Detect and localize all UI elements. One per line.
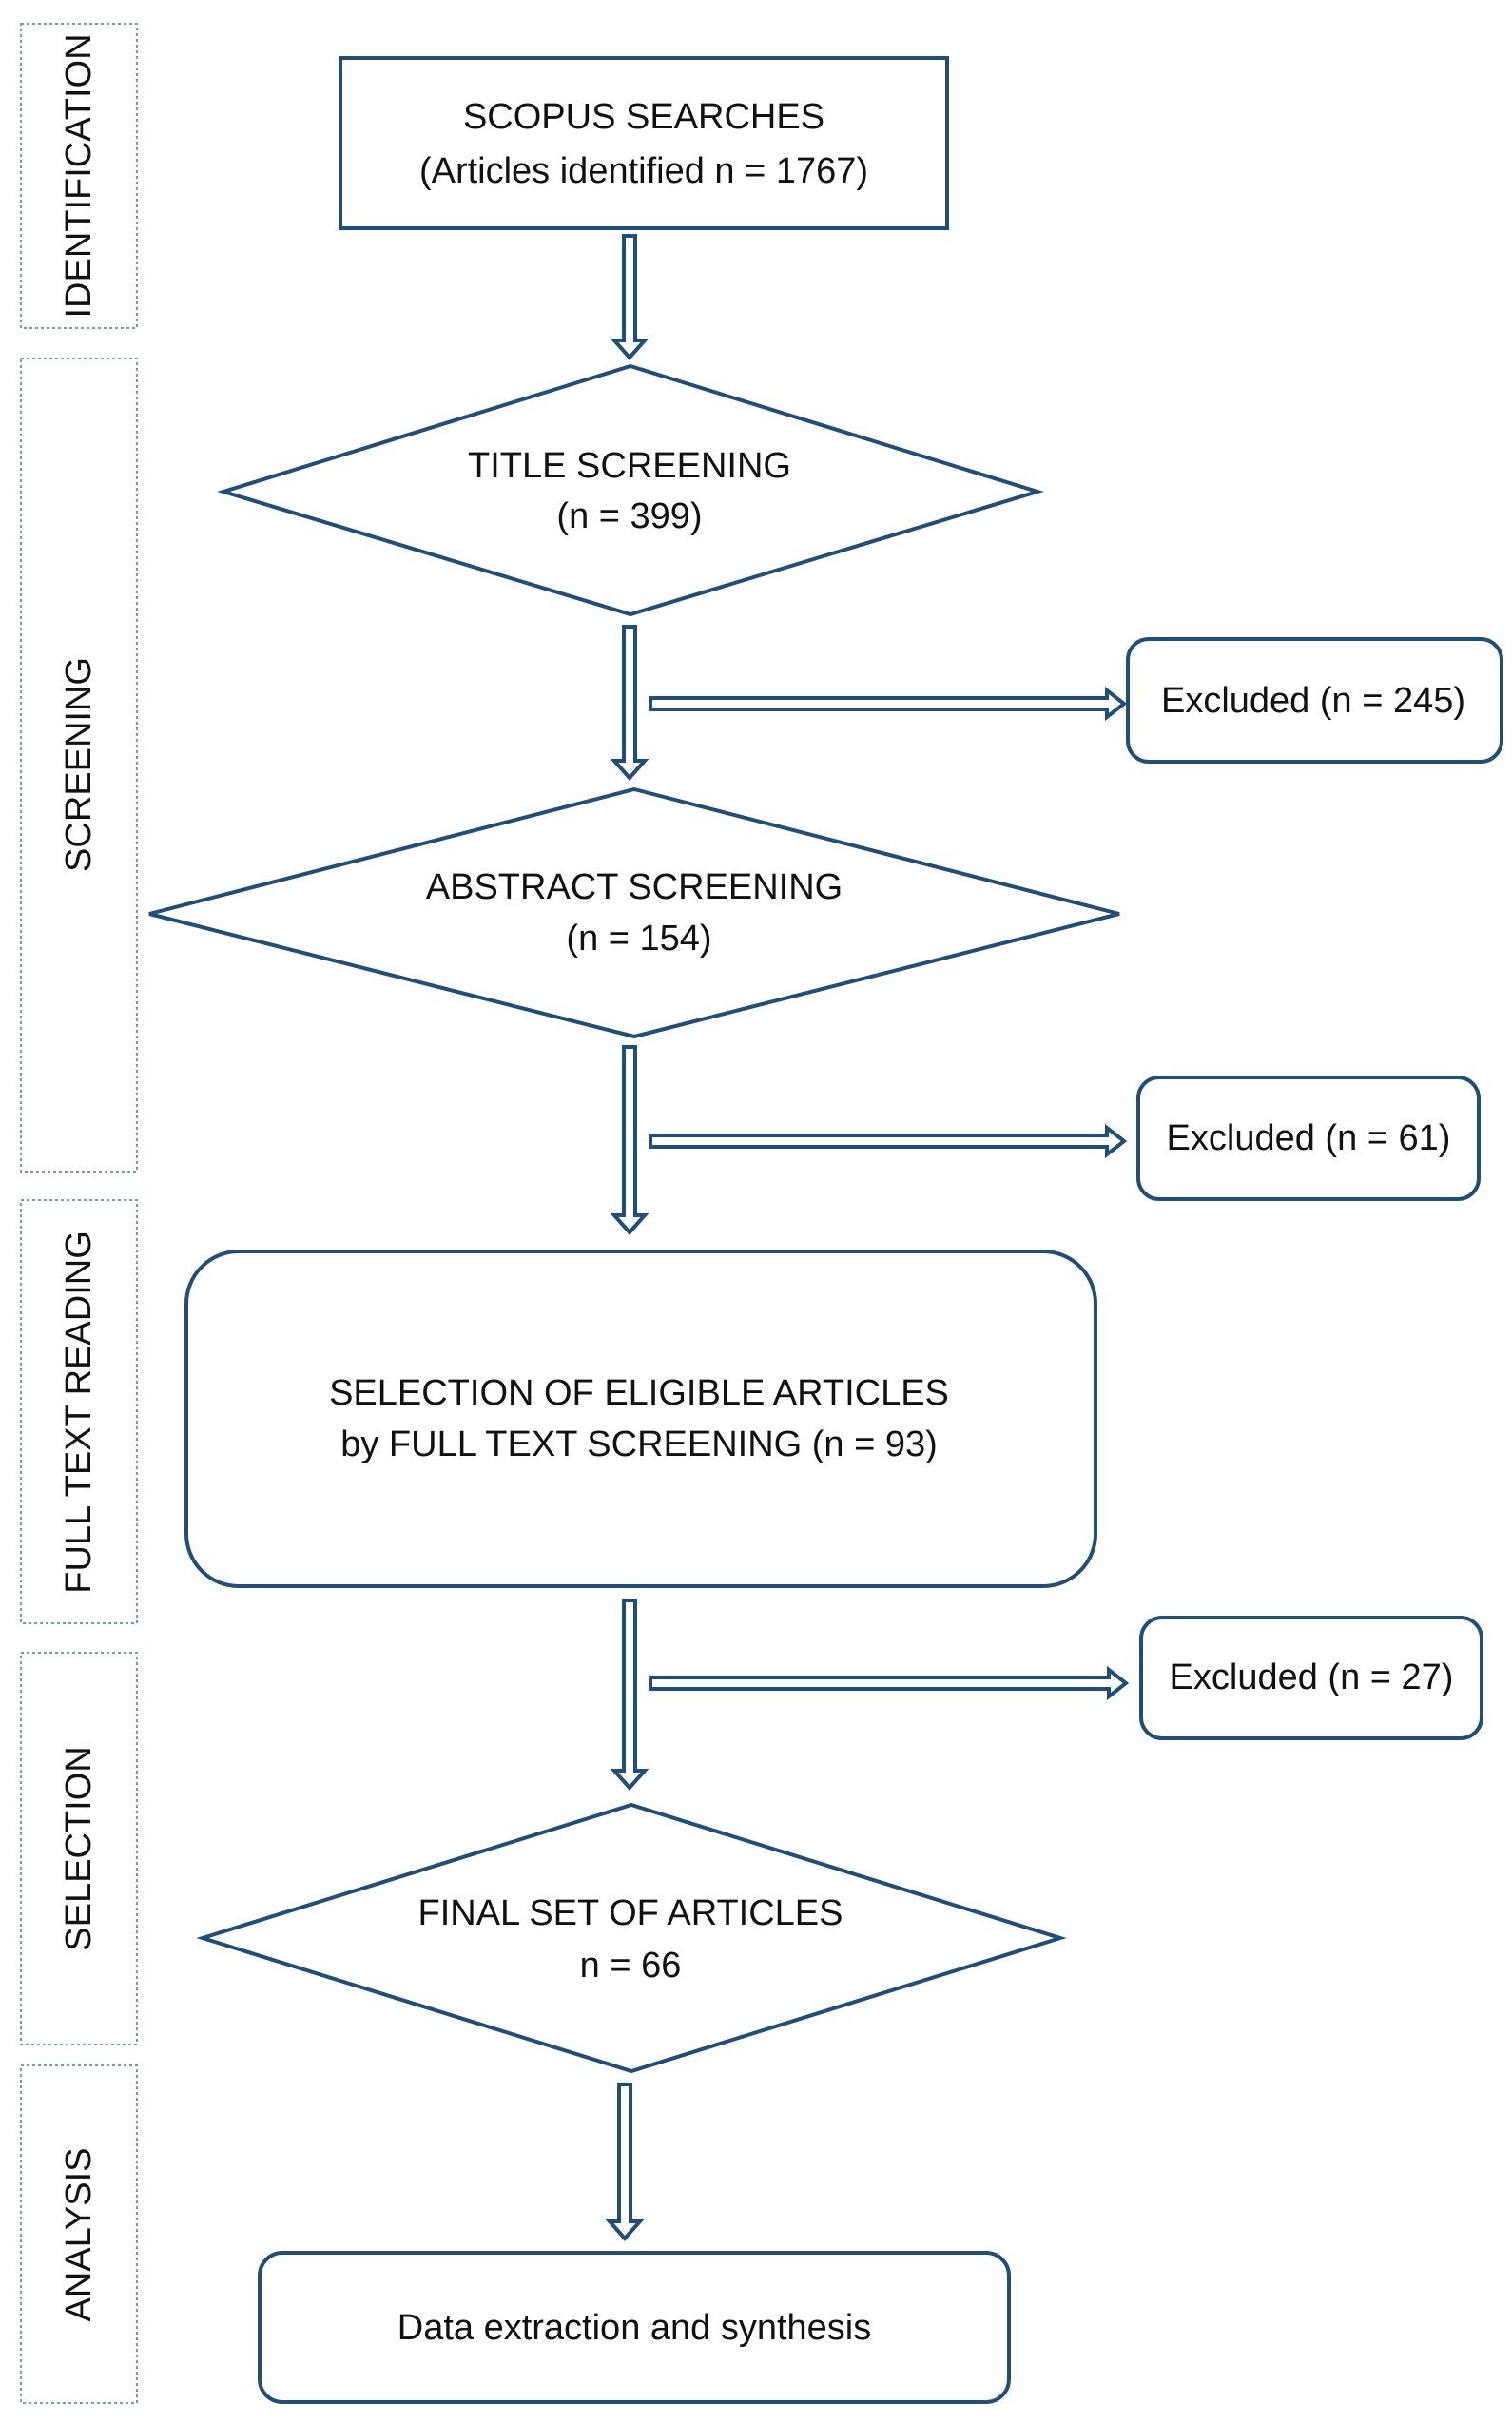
excluded-box-title	[1126, 637, 1503, 764]
scopus-searches-box	[339, 56, 949, 230]
stage-box-selection	[20, 1652, 138, 2045]
stage-box-screening	[20, 358, 138, 1173]
excluded-box-abstract	[1136, 1076, 1481, 1201]
stage-sidebar	[20, 23, 138, 2404]
scopus-searches-title: SCOPUS SEARCHES	[463, 97, 824, 137]
data-extraction-box	[258, 2251, 1011, 2404]
data-extraction-label: Data extraction and synthesis	[397, 2308, 872, 2348]
full-text-screening-count: by FULL TEXT SCREENING (n = 93)	[340, 1425, 938, 1464]
down-arrow-4	[610, 1599, 649, 1792]
final-set-diamond	[196, 1802, 1067, 2074]
stage-label-identification: IDENTIFICATION	[59, 33, 99, 318]
stage-box-analysis	[20, 2064, 138, 2404]
excluded-box-full-text	[1139, 1616, 1483, 1740]
down-arrow-2	[610, 625, 649, 782]
down-arrow-5	[605, 2083, 645, 2242]
stage-label-analysis: ANALYSIS	[59, 2147, 99, 2321]
full-text-screening-box	[184, 1250, 1097, 1588]
right-arrow-excluded-full-text	[649, 1665, 1130, 1701]
title-screening-count: (n = 399)	[556, 496, 702, 536]
scopus-searches-count: (Articles identified n = 1767)	[419, 151, 868, 191]
final-set-count: n = 66	[580, 1946, 682, 1986]
final-set-title: FINAL SET OF ARTICLES	[418, 1893, 843, 1933]
abstract-screening-count: (n = 154)	[566, 919, 711, 959]
abstract-screening-title: ABSTRACT SCREENING	[426, 867, 843, 907]
stage-label-selection: SELECTION	[59, 1746, 99, 1950]
title-screening-diamond	[217, 363, 1044, 617]
down-arrow-1	[610, 234, 649, 361]
excluded-label-abstract: Excluded (n = 61)	[1167, 1118, 1451, 1158]
excluded-label-full-text: Excluded (n = 27)	[1170, 1657, 1454, 1697]
full-text-screening-title: SELECTION OF ELIGIBLE ARTICLES	[329, 1373, 949, 1413]
right-arrow-excluded-abstract	[649, 1123, 1128, 1159]
stage-label-screening: SCREENING	[59, 657, 99, 872]
stage-label-full-text-reading: FULL TEXT READING	[59, 1231, 99, 1594]
down-arrow-3	[610, 1045, 649, 1236]
stage-box-full-text-reading	[20, 1199, 138, 1624]
title-screening-title: TITLE SCREENING	[468, 446, 791, 486]
stage-labels: IDENTIFICATION SCREENING FULL TEXT READI…	[59, 33, 99, 2321]
abstract-screening-diamond	[148, 786, 1120, 1039]
excluded-label-title: Excluded (n = 245)	[1161, 681, 1465, 721]
right-arrow-excluded-title	[649, 686, 1128, 722]
stage-box-identification	[20, 23, 138, 329]
